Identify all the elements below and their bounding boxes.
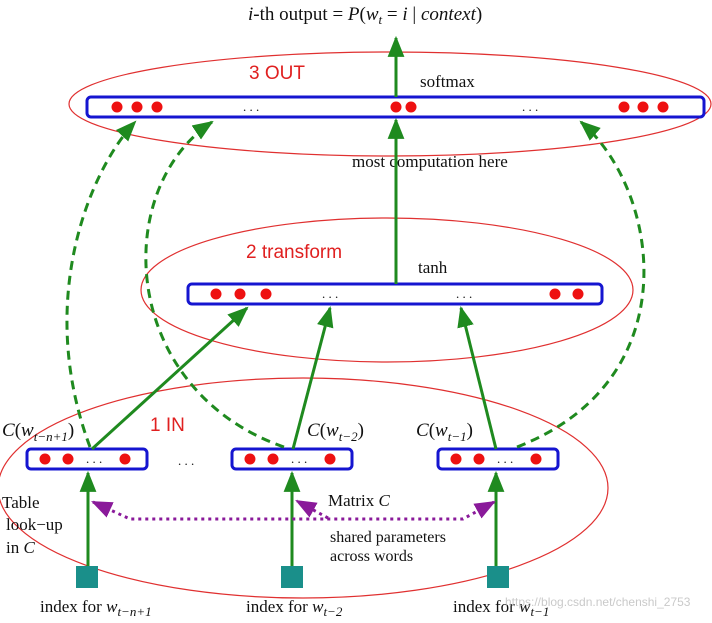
input-ellipsis: . . . [291, 451, 307, 466]
input-embedding-box [436, 447, 560, 471]
input-ellipsis: . . . [86, 451, 102, 466]
index-square [281, 566, 303, 588]
input-neuron [450, 453, 462, 465]
embedding1-to-hidden-arrow [90, 306, 249, 451]
transform-layer-label: 2 transform [246, 242, 342, 263]
in-layer-ellipse [0, 377, 609, 599]
output-neuron [618, 101, 630, 113]
input-neuron [119, 453, 131, 465]
input-embedding-2: . . . [230, 447, 354, 471]
input-neuron [324, 453, 336, 465]
most-computation-label: most computation here [352, 152, 508, 171]
matrix-c-label: Matrix C [328, 491, 391, 510]
out-layer-label: 3 OUT [249, 63, 305, 84]
hidden-ellipsis: . . . [322, 286, 338, 301]
hidden-layer-box [186, 282, 604, 306]
output-ellipsis: . . . [243, 99, 259, 114]
output-neuron [151, 101, 163, 113]
input-embedding-3: . . . [436, 447, 560, 471]
table-lookup-label: Table [2, 493, 40, 512]
index-label-3: index for wt−1 [453, 597, 549, 619]
output-ellipsis: . . . [522, 99, 538, 114]
index-label-2: index for wt−2 [246, 597, 343, 619]
input-ellipsis: . . . [497, 451, 513, 466]
transform-layer-ellipse [140, 217, 634, 363]
table-lookup-label: look−up [6, 515, 63, 534]
direct-connection-dashed-3 [516, 120, 646, 449]
input-neuron [267, 453, 279, 465]
hidden-ellipsis: . . . [456, 286, 472, 301]
shared-parameters-pointer [295, 499, 329, 520]
softmax-label: softmax [420, 72, 475, 91]
hidden-neuron [210, 288, 222, 300]
output-layer: . . . . . . [85, 95, 706, 119]
hidden-neuron [260, 288, 272, 300]
output-neuron [111, 101, 123, 113]
output-neuron [637, 101, 649, 113]
embedding-label-2: C(wt−2) [307, 420, 364, 444]
embedding-label-1: C(wt−n+1) [2, 420, 74, 444]
output-title: i-th output = P(wt = i | context) [248, 4, 482, 27]
watermark: https://blog.csdn.net/chenshi_2753 [505, 595, 691, 609]
tanh-label: tanh [418, 258, 448, 277]
hidden-neuron [234, 288, 246, 300]
index-square [487, 566, 509, 588]
input-embedding-1: . . . [25, 447, 149, 471]
between-inputs-ellipsis: . . . [178, 453, 194, 468]
embedding3-to-hidden-arrow [457, 305, 498, 450]
shared-parameters-label: across words [330, 548, 413, 565]
input-neuron [244, 453, 256, 465]
direct-connection-dashed-2 [144, 120, 285, 449]
embedding2-to-hidden-arrow [291, 305, 334, 450]
input-embedding-box [230, 447, 354, 471]
in-layer-label: 1 IN [150, 415, 185, 436]
output-neuron [390, 101, 402, 113]
output-neuron [657, 101, 669, 113]
output-neuron [131, 101, 143, 113]
index-square [76, 566, 98, 588]
output-neuron [405, 101, 417, 113]
input-neuron [530, 453, 542, 465]
hidden-neuron [549, 288, 561, 300]
input-neuron [39, 453, 51, 465]
input-embedding-box [25, 447, 149, 471]
hidden-layer: . . . . . . [186, 282, 604, 306]
table-lookup-label: in C [6, 538, 35, 557]
input-neuron [62, 453, 74, 465]
direct-connection-dashed-1 [65, 120, 137, 448]
shared-parameters-label: shared parameters [330, 529, 446, 546]
input-neuron [473, 453, 485, 465]
hidden-neuron [572, 288, 584, 300]
index-label-1: index for wt−n+1 [40, 597, 152, 619]
embedding-label-3: C(wt−1) [416, 420, 473, 444]
